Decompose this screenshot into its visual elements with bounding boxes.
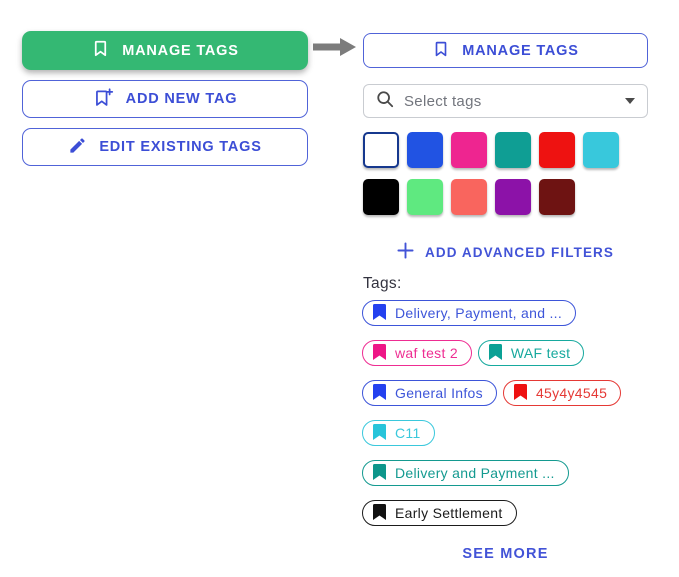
select-tags-dropdown[interactable]: Select tags xyxy=(363,84,648,118)
plus-icon xyxy=(397,242,414,262)
tag-chip-label: C11 xyxy=(395,424,421,441)
color-swatch-salmon[interactable] xyxy=(451,179,487,215)
tag-chip[interactable]: 45y4y4545 xyxy=(502,380,622,406)
edit-existing-tags-button[interactable]: EDIT EXISTING TAGS xyxy=(22,128,308,166)
pencil-icon xyxy=(68,136,87,159)
manage-tags-button-outline[interactable]: MANAGE TAGS xyxy=(363,33,648,68)
tag-chip-label: Early Settlement xyxy=(395,504,503,521)
tags-section-label: Tags: xyxy=(363,275,402,292)
tag-chip-label: Delivery, Payment, and ... xyxy=(395,304,563,321)
bookmark-filled-icon xyxy=(373,503,386,523)
bookmark-filled-icon xyxy=(513,383,527,403)
tag-chip[interactable]: waf test 2 xyxy=(362,340,472,366)
bookmark-filled-icon xyxy=(488,343,502,363)
color-swatch-purple[interactable] xyxy=(495,179,531,215)
tag-chip-label: Delivery and Payment ... xyxy=(395,464,555,481)
chevron-down-icon xyxy=(625,98,635,104)
search-icon xyxy=(376,90,394,113)
add-new-tag-label: ADD NEW TAG xyxy=(125,91,238,107)
color-swatch-blue[interactable] xyxy=(407,132,443,168)
bookmark-filled-icon xyxy=(373,423,386,443)
manage-tags-label: MANAGE TAGS xyxy=(122,42,239,59)
bookmark-filled-icon xyxy=(373,343,386,363)
manage-tags-label: MANAGE TAGS xyxy=(462,42,579,59)
tag-chip-label: 45y4y4545 xyxy=(535,384,608,401)
bookmark-plus-icon xyxy=(93,87,114,112)
color-swatch-black[interactable] xyxy=(363,179,399,215)
see-more-link[interactable]: SEE MORE xyxy=(462,546,549,562)
color-swatch-white[interactable] xyxy=(363,132,399,168)
manage-tags-button-active[interactable]: MANAGE TAGS xyxy=(22,31,308,70)
color-swatch-red[interactable] xyxy=(539,132,575,168)
add-advanced-filters-button[interactable]: ADD ADVANCED FILTERS xyxy=(363,240,648,264)
tag-chip[interactable]: Delivery, Payment, and ... xyxy=(362,300,577,326)
tag-chip[interactable]: C11 xyxy=(362,420,435,446)
tag-chip[interactable]: General Infos xyxy=(362,380,497,406)
color-swatch-maroon[interactable] xyxy=(539,179,575,215)
color-swatch-cyan[interactable] xyxy=(583,132,619,168)
select-tags-placeholder: Select tags xyxy=(404,92,482,110)
tag-chip-label: WAF test xyxy=(510,344,571,361)
tag-chip-label: waf test 2 xyxy=(395,344,458,361)
transition-arrow-icon xyxy=(313,37,357,57)
bookmark-icon xyxy=(91,39,110,62)
color-swatch-teal[interactable] xyxy=(495,132,531,168)
bookmark-filled-icon xyxy=(373,383,386,403)
tag-chip[interactable]: WAF test xyxy=(477,340,585,366)
bookmark-icon xyxy=(432,40,450,62)
bookmark-filled-icon xyxy=(373,303,386,323)
color-swatch-green[interactable] xyxy=(407,179,443,215)
tag-chip-list: Delivery, Payment, and ... waf test 2 WAF … xyxy=(362,300,622,526)
tag-chip-label: General Infos xyxy=(395,384,483,401)
tag-chip[interactable]: Delivery and Payment ... xyxy=(362,460,569,486)
bookmark-filled-icon xyxy=(373,463,386,483)
tag-chip[interactable]: Early Settlement xyxy=(362,500,517,526)
add-new-tag-button[interactable]: ADD NEW TAG xyxy=(22,80,308,118)
color-palette xyxy=(363,132,619,215)
color-swatch-magenta[interactable] xyxy=(451,132,487,168)
edit-existing-tags-label: EDIT EXISTING TAGS xyxy=(99,139,262,155)
add-advanced-filters-label: ADD ADVANCED FILTERS xyxy=(425,244,614,260)
